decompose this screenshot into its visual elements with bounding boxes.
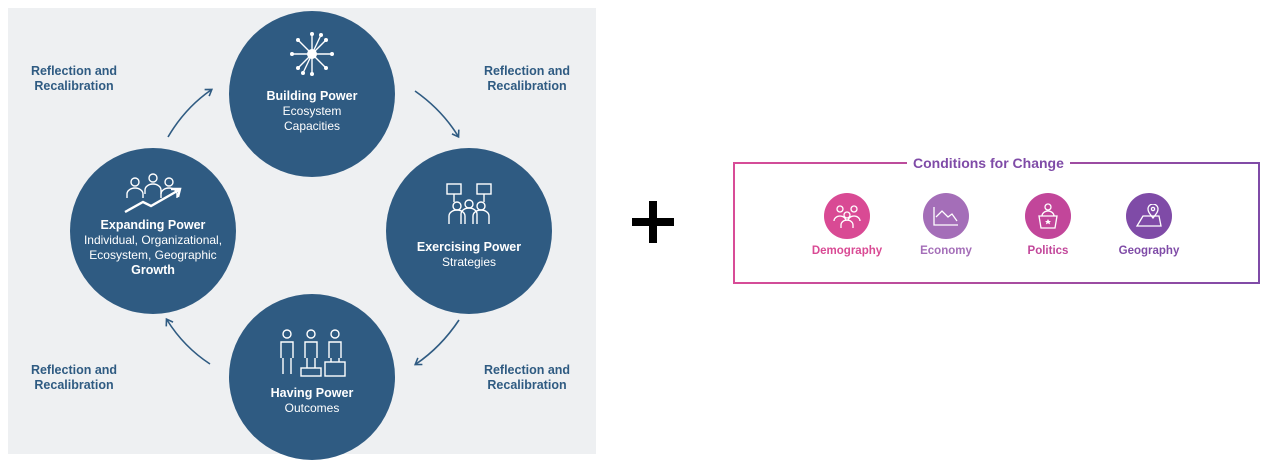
group-protest-signs-icon bbox=[446, 183, 492, 224]
podium-speaker-icon bbox=[1025, 193, 1071, 239]
having-power-title: Having Power bbox=[270, 386, 354, 400]
conditions-for-change-box bbox=[733, 162, 1260, 284]
expanding-power-line3: Growth bbox=[131, 263, 175, 277]
cycle-arrows bbox=[165, 88, 460, 366]
arrow-top-left bbox=[167, 88, 214, 138]
having-power-line1: Outcomes bbox=[284, 401, 340, 415]
map-pin-icon bbox=[1126, 193, 1172, 239]
people-group-icon bbox=[824, 193, 870, 239]
building-power-line2: Capacities bbox=[283, 119, 341, 133]
building-power-circle: Building Power Ecosystem Capacities bbox=[229, 11, 395, 177]
condition-geography: Geography bbox=[1099, 193, 1199, 257]
arrow-bottom-right bbox=[413, 319, 460, 366]
plus-icon bbox=[632, 201, 674, 243]
expanding-power-title: Expanding Power bbox=[100, 218, 206, 232]
exercising-power-line1: Strategies bbox=[441, 255, 497, 269]
arrow-bottom-left bbox=[165, 317, 211, 365]
condition-label: Politics bbox=[1027, 245, 1069, 257]
expanding-power-line2: Ecosystem, Geographic bbox=[89, 248, 217, 262]
people-podium-icon bbox=[280, 329, 346, 377]
building-power-title: Building Power bbox=[266, 89, 358, 103]
line-chart-icon bbox=[923, 193, 969, 239]
exercising-power-title: Exercising Power bbox=[416, 240, 522, 254]
arrow-top-right bbox=[414, 90, 460, 139]
condition-label: Demography bbox=[811, 245, 883, 257]
building-power-line1: Ecosystem bbox=[282, 104, 342, 118]
network-hub-icon bbox=[290, 32, 334, 76]
having-power-circle: Having Power Outcomes bbox=[229, 294, 395, 460]
condition-economy: Economy bbox=[896, 193, 996, 257]
condition-label: Economy bbox=[920, 245, 972, 257]
condition-label: Geography bbox=[1118, 245, 1180, 257]
exercising-power-circle: Exercising Power Strategies bbox=[386, 148, 552, 314]
growth-people-icon bbox=[124, 173, 182, 214]
conditions-title: Conditions for Change bbox=[907, 154, 1070, 172]
expanding-power-line1: Individual, Organizational, bbox=[83, 233, 223, 247]
condition-politics: Politics bbox=[998, 193, 1098, 257]
expanding-power-circle: Expanding Power Individual, Organization… bbox=[70, 148, 236, 314]
condition-demography: Demography bbox=[797, 193, 897, 257]
